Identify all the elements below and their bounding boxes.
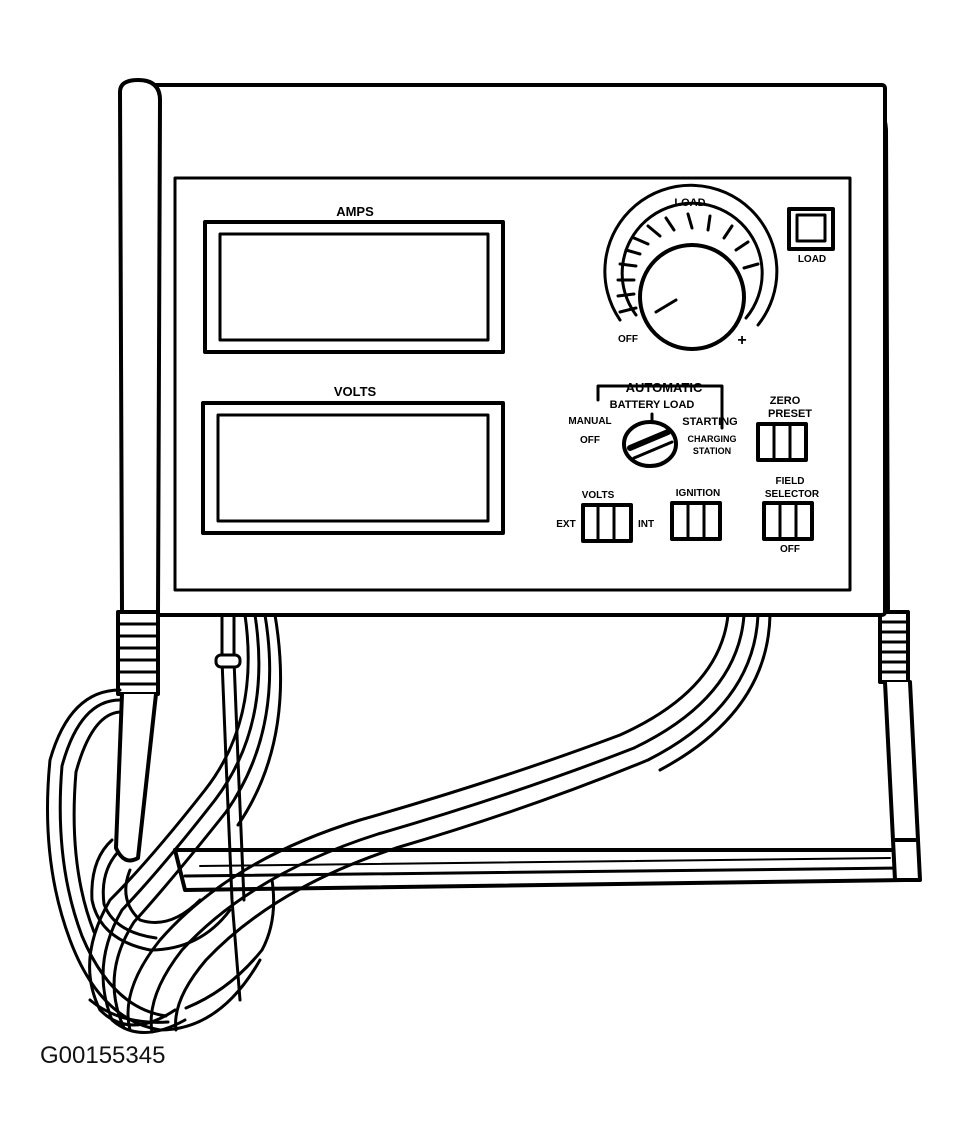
automatic-label: AUTOMATIC bbox=[626, 380, 703, 395]
load-button[interactable] bbox=[787, 207, 835, 251]
field-off-label: OFF bbox=[780, 544, 800, 555]
volts-display bbox=[201, 401, 505, 535]
volts-ext-int-switch[interactable] bbox=[581, 503, 633, 543]
selector-label: SELECTOR bbox=[765, 489, 820, 500]
volts-ext-label: EXT bbox=[556, 519, 575, 530]
field-label: FIELD bbox=[776, 476, 805, 487]
zero-preset-switch[interactable] bbox=[756, 422, 808, 462]
load-off-label: OFF bbox=[618, 334, 638, 345]
load-button-label: LOAD bbox=[798, 254, 826, 265]
volts-label: VOLTS bbox=[334, 384, 377, 399]
amps-display bbox=[203, 220, 505, 354]
battery-load-label: BATTERY LOAD bbox=[610, 399, 695, 411]
main-cables bbox=[126, 613, 772, 1034]
ignition-label: IGNITION bbox=[676, 488, 720, 499]
field-selector-switch[interactable] bbox=[762, 501, 814, 541]
load-plus-label: + bbox=[737, 332, 746, 349]
figure-id: G00155345 bbox=[40, 1042, 166, 1069]
coiled-test-leads bbox=[46, 613, 283, 1034]
load-knob-label: LOAD bbox=[674, 197, 705, 209]
station-label: STATION bbox=[693, 446, 731, 456]
volts-int-label: INT bbox=[638, 519, 654, 530]
selector-off-label: OFF bbox=[580, 435, 600, 446]
manual-label: MANUAL bbox=[568, 416, 611, 427]
volts-switch-label: VOLTS bbox=[582, 490, 615, 501]
ignition-switch[interactable] bbox=[670, 501, 722, 541]
zero-label: ZERO bbox=[770, 395, 801, 407]
preset-label: PRESET bbox=[768, 408, 812, 420]
control-faceplate bbox=[173, 176, 852, 592]
tester-base bbox=[173, 848, 907, 892]
load-knob[interactable] bbox=[603, 183, 779, 351]
charging-label: CHARGING bbox=[688, 434, 737, 444]
amps-label: AMPS bbox=[336, 204, 374, 219]
mode-selector-knob[interactable] bbox=[622, 420, 678, 468]
starting-label: STARTING bbox=[682, 416, 737, 428]
left-handle bbox=[114, 78, 162, 863]
